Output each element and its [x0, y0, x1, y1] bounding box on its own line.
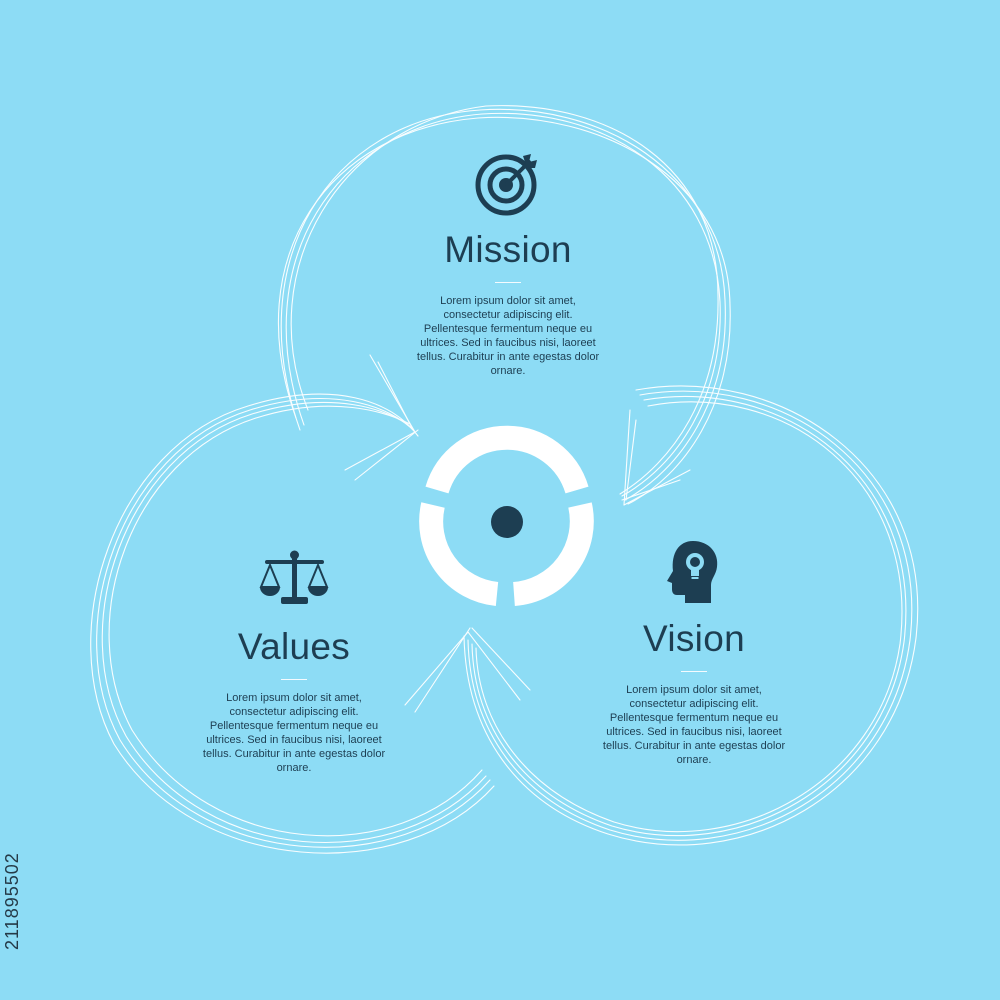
values-divider	[281, 679, 307, 680]
vision-section: Vision Lorem ipsum dolor sit amet, conse…	[579, 537, 809, 767]
vision-title: Vision	[643, 618, 745, 659]
balance-scale-icon	[259, 550, 329, 604]
head-lightbulb-icon	[667, 541, 718, 603]
stock-id-watermark: 211895502	[2, 852, 22, 950]
mission-section: Mission Lorem ipsum dolor sit amet, cons…	[393, 148, 623, 378]
values-loop-arrow	[90, 354, 495, 854]
mission-body: Lorem ipsum dolor sit amet, consectetur …	[416, 295, 600, 377]
values-title: Values	[237, 626, 351, 667]
mission-title: Mission	[444, 229, 572, 270]
vision-body: Lorem ipsum dolor sit amet, consectetur …	[602, 684, 786, 766]
mission-divider	[495, 282, 521, 283]
vision-loop-arrow	[404, 385, 919, 846]
vision-divider	[681, 671, 707, 672]
values-body: Lorem ipsum dolor sit amet, consectetur …	[202, 692, 386, 774]
target-arrow-icon	[475, 154, 537, 216]
values-section: Values Lorem ipsum dolor sit amet, conse…	[179, 545, 409, 775]
center-segmented-ring-icon	[419, 425, 594, 606]
